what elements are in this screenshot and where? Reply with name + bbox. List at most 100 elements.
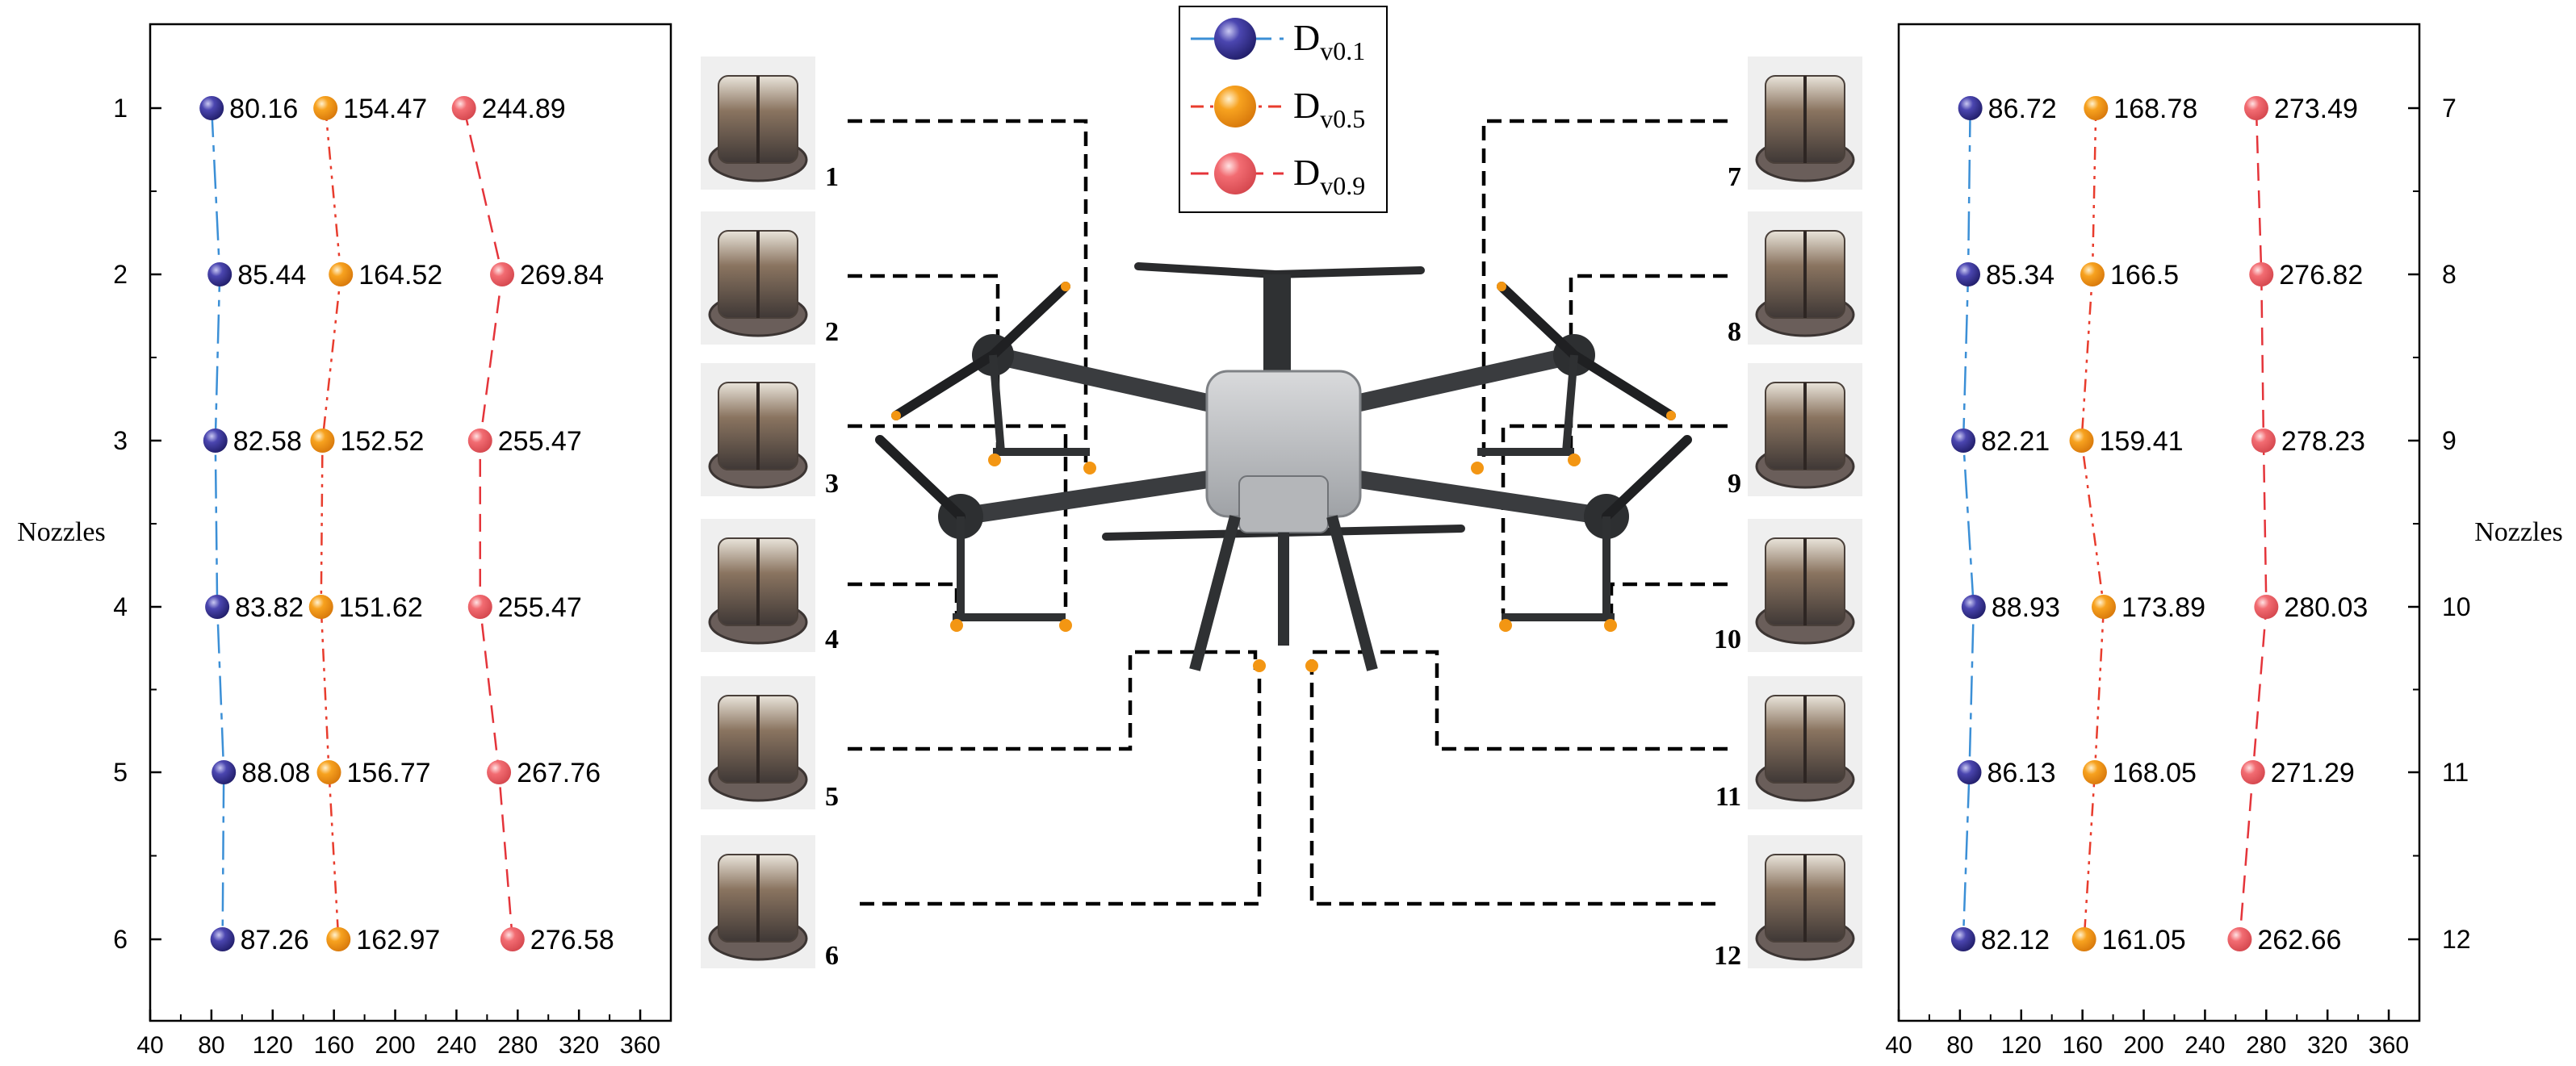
legend-marker [1214, 18, 1256, 60]
data-label: 271.29 [2271, 758, 2355, 788]
x-tick-label: 320 [559, 1032, 599, 1059]
data-point [1957, 760, 1982, 784]
data-point [199, 96, 224, 120]
x-tick-label: 40 [136, 1032, 163, 1059]
data-label: 88.93 [1992, 592, 2060, 623]
nozzle-photo: 10 [1714, 519, 1862, 654]
left-y-axis-title: Nozzles [17, 517, 106, 547]
data-label: 82.12 [1981, 925, 2050, 955]
leader-line [848, 274, 1000, 452]
data-label: 162.97 [356, 925, 440, 955]
data-label: 276.82 [2279, 260, 2363, 291]
data-point [467, 428, 492, 453]
x-tick-label: 200 [2123, 1032, 2163, 1059]
nozzle-photo: 5 [701, 676, 839, 812]
data-point [207, 262, 232, 286]
data-label: 173.89 [2122, 592, 2205, 623]
data-point [451, 96, 476, 120]
y-tick-label: 10 [2442, 592, 2471, 621]
nozzle-number: 12 [1714, 941, 1741, 971]
data-label: 255.47 [498, 426, 582, 457]
right-data-points: 86.7285.3482.2188.9386.1382.12168.78166.… [1950, 94, 2368, 955]
nozzle-number: 7 [1728, 162, 1741, 192]
nozzle-photo: 4 [701, 519, 839, 654]
nozzle-number: 8 [1728, 317, 1741, 347]
x-tick-label: 240 [2184, 1032, 2225, 1059]
right-plot-frame [1897, 23, 2421, 1022]
y-tick-label: 8 [2442, 260, 2457, 289]
x-tick-label: 160 [314, 1032, 354, 1059]
x-tick-label: 280 [2246, 1032, 2286, 1059]
nozzle-number: 5 [825, 782, 839, 812]
nozzle-photo: 12 [1714, 835, 1862, 971]
data-label: 269.84 [520, 260, 604, 291]
nozzle-photo: 9 [1728, 363, 1862, 499]
nozzle-number: 11 [1715, 782, 1741, 812]
nozzle-number: 10 [1714, 625, 1741, 654]
data-label: 168.78 [2113, 94, 2197, 124]
left-plot-frame [149, 23, 672, 1022]
leader-line [860, 670, 1262, 906]
leader-line [848, 650, 1258, 751]
x-tick-label: 360 [620, 1032, 660, 1059]
data-label: 87.26 [241, 925, 309, 955]
data-label: 168.05 [2113, 758, 2197, 788]
nozzle-photo: 6 [701, 835, 839, 971]
y-tick-label: 3 [113, 426, 128, 455]
left-data-points: 80.1685.4482.5883.8288.0887.26154.47164.… [199, 94, 614, 955]
data-point [212, 760, 237, 784]
data-label: 82.58 [233, 426, 302, 457]
data-label: 86.13 [1987, 758, 2056, 788]
legend-marker [1214, 153, 1256, 194]
nozzle-photo: 7 [1728, 56, 1862, 192]
nozzle-photo: 2 [701, 211, 839, 347]
data-point [2069, 428, 2094, 453]
data-label: 161.05 [2102, 925, 2186, 955]
right-series-lines [1962, 107, 2268, 940]
legend-marker [1214, 86, 1256, 128]
y-tick-label: 2 [113, 260, 128, 289]
data-point [2091, 595, 2116, 619]
data-label: 80.16 [229, 94, 298, 124]
data-point [2254, 595, 2279, 619]
nozzle-photo: 8 [1728, 211, 1862, 347]
data-label: 86.72 [1988, 94, 2057, 124]
data-label: 152.52 [340, 426, 424, 457]
legend-label: Dv0.1 [1293, 17, 1365, 65]
nozzle-number: 2 [825, 317, 839, 347]
legend-label: Dv0.9 [1293, 152, 1365, 200]
series-line-Dv0.5 [320, 107, 342, 940]
nozzle-number: 3 [825, 469, 839, 499]
series-line-Dv0.1 [210, 107, 225, 940]
x-tick-label: 80 [1946, 1032, 1973, 1059]
x-tick-label: 280 [497, 1032, 538, 1059]
series-line-Dv0.9 [463, 107, 514, 940]
data-point [2249, 262, 2274, 286]
legend-label: Dv0.5 [1293, 85, 1365, 133]
y-tick-label: 12 [2442, 925, 2471, 954]
legend-frame [1179, 6, 1388, 213]
data-point [210, 927, 235, 951]
data-label: 255.47 [498, 592, 582, 623]
data-point [1956, 262, 1981, 286]
data-point [308, 595, 333, 619]
series-line-Dv0.1 [1962, 107, 1975, 940]
nozzle-number: 4 [825, 625, 839, 654]
data-point [2080, 262, 2105, 286]
x-tick-label: 320 [2307, 1032, 2348, 1059]
y-tick-label: 6 [113, 925, 128, 954]
data-point [1951, 428, 1976, 453]
data-point [2071, 927, 2096, 951]
leader-line [848, 582, 959, 613]
right-y-axis-title: Nozzles [2474, 517, 2563, 547]
y-tick-label: 7 [2442, 94, 2457, 123]
data-label: 244.89 [482, 94, 566, 124]
leader-line [1481, 119, 1728, 464]
